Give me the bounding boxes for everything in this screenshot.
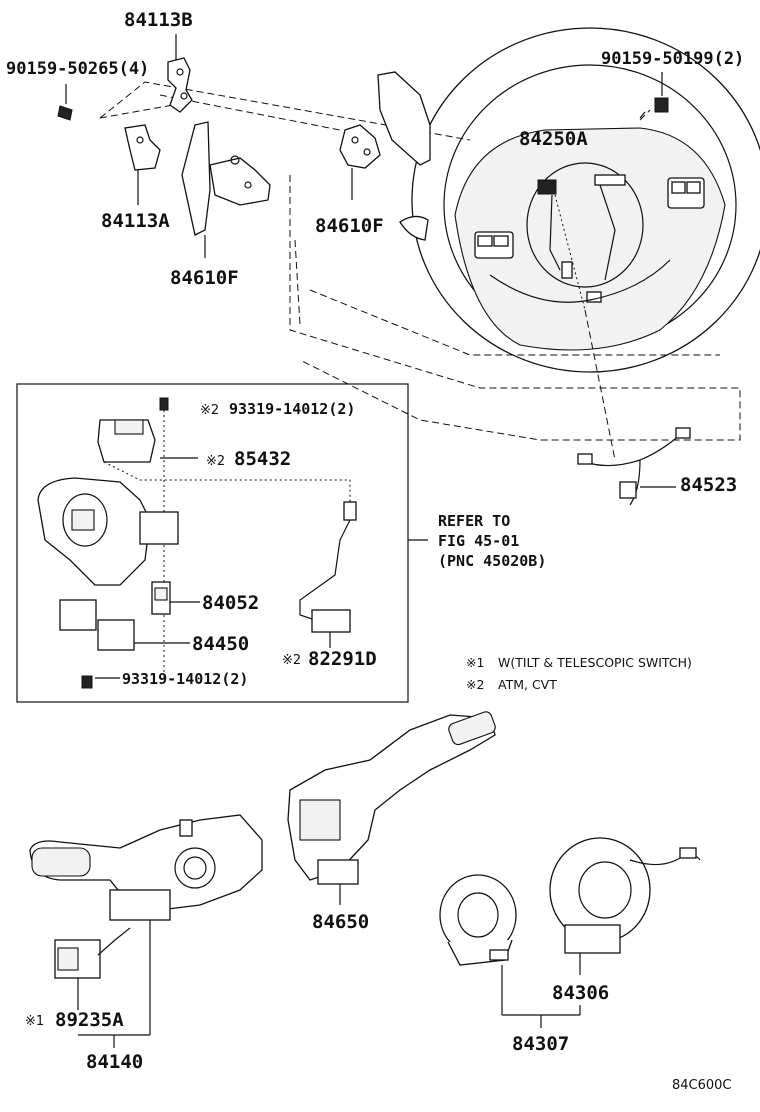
label-93319-14012-top: 93319-14012(2) (229, 400, 355, 418)
figure-code: 84C600C (672, 1078, 732, 1093)
label-84307: 84307 (512, 1033, 569, 1055)
note-mark-93319-top: ※2 (200, 403, 219, 418)
ignition-switch-box (16, 383, 409, 703)
label-82291D: 82291D (308, 648, 377, 670)
label-84650: 84650 (312, 911, 369, 933)
label-84113A: 84113A (101, 210, 170, 232)
steering-wheel-illustration (399, 27, 760, 373)
label-84052: 84052 (202, 592, 259, 614)
refer-line-3: (PNC 45020B) (438, 552, 546, 570)
combination-switch-84140 (29, 814, 263, 1048)
wiper-switch-84650 (287, 711, 496, 905)
spiral-cable-84307 (439, 837, 701, 1028)
label-84610F-left: 84610F (170, 267, 239, 289)
note-mark-85432: ※2 (206, 454, 225, 469)
part-labels: 84113B 90159-50265(4) 84113A 84610F 8461… (6, 9, 744, 1093)
label-89235A: 89235A (55, 1009, 124, 1031)
label-93319-14012-bottom: 93319-14012(2) (122, 670, 248, 688)
label-90159-50265: 90159-50265(4) (6, 59, 149, 79)
refer-line-1: REFER TO (438, 512, 510, 530)
label-84610F-right: 84610F (315, 215, 384, 237)
label-84140: 84140 (86, 1051, 143, 1073)
note-mark-82291D: ※2 (282, 653, 301, 668)
dashed-leaders (99, 81, 741, 461)
legend-note-2-mark: ※2 (466, 677, 484, 692)
label-85432: 85432 (234, 448, 291, 470)
label-84523: 84523 (680, 474, 737, 496)
label-90159-50199: 90159-50199(2) (601, 49, 744, 69)
paddle-shifter-parts (57, 34, 669, 258)
label-84250A: 84250A (519, 128, 588, 150)
label-84450: 84450 (192, 633, 249, 655)
label-84113B: 84113B (124, 9, 193, 31)
legend-note-2-text: ATM, CVT (498, 677, 557, 692)
legend-note-1-text: W(TILT & TELESCOPIC SWITCH) (498, 655, 692, 670)
legend-note-1-mark: ※1 (466, 655, 484, 670)
label-84306: 84306 (552, 982, 609, 1004)
note-mark-89235A: ※1 (25, 1014, 44, 1029)
wire-harness-84523 (577, 427, 691, 506)
refer-line-2: FIG 45-01 (438, 532, 519, 550)
